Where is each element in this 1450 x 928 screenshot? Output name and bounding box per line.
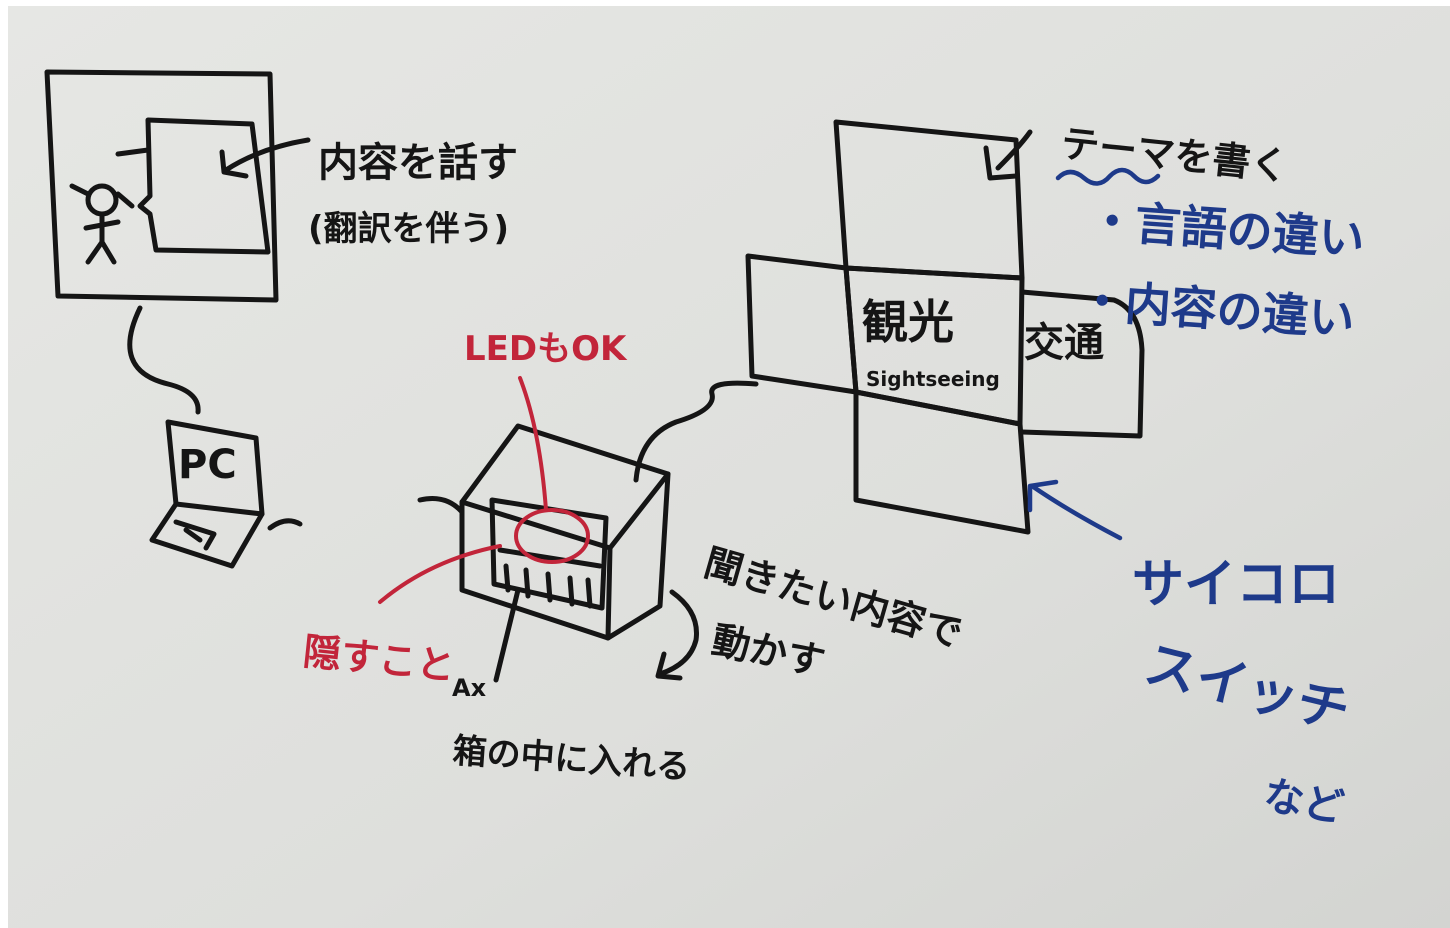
- note-dice: サイコロ: [1132, 555, 1340, 615]
- cube-net-drawing: [745, 119, 1145, 535]
- box-drawing: [417, 380, 759, 683]
- screen-drawing: [44, 69, 311, 415]
- led-circle: [514, 508, 590, 564]
- cube-face-traffic: 交通: [1024, 320, 1104, 366]
- cube-face-sightseeing: 観光: [862, 295, 954, 349]
- note-pc: PC: [178, 442, 237, 488]
- laptop-drawing: [149, 419, 303, 569]
- note-translate-too: (翻訳を伴う): [308, 209, 509, 249]
- cube-face-sightseeing-sub: Sightseeing: [866, 367, 1000, 391]
- note-put-in-box-1: Ax: [452, 674, 487, 702]
- note-led-ok: LEDもOK: [464, 329, 628, 369]
- note-speak-content: 内容を話す: [318, 140, 518, 186]
